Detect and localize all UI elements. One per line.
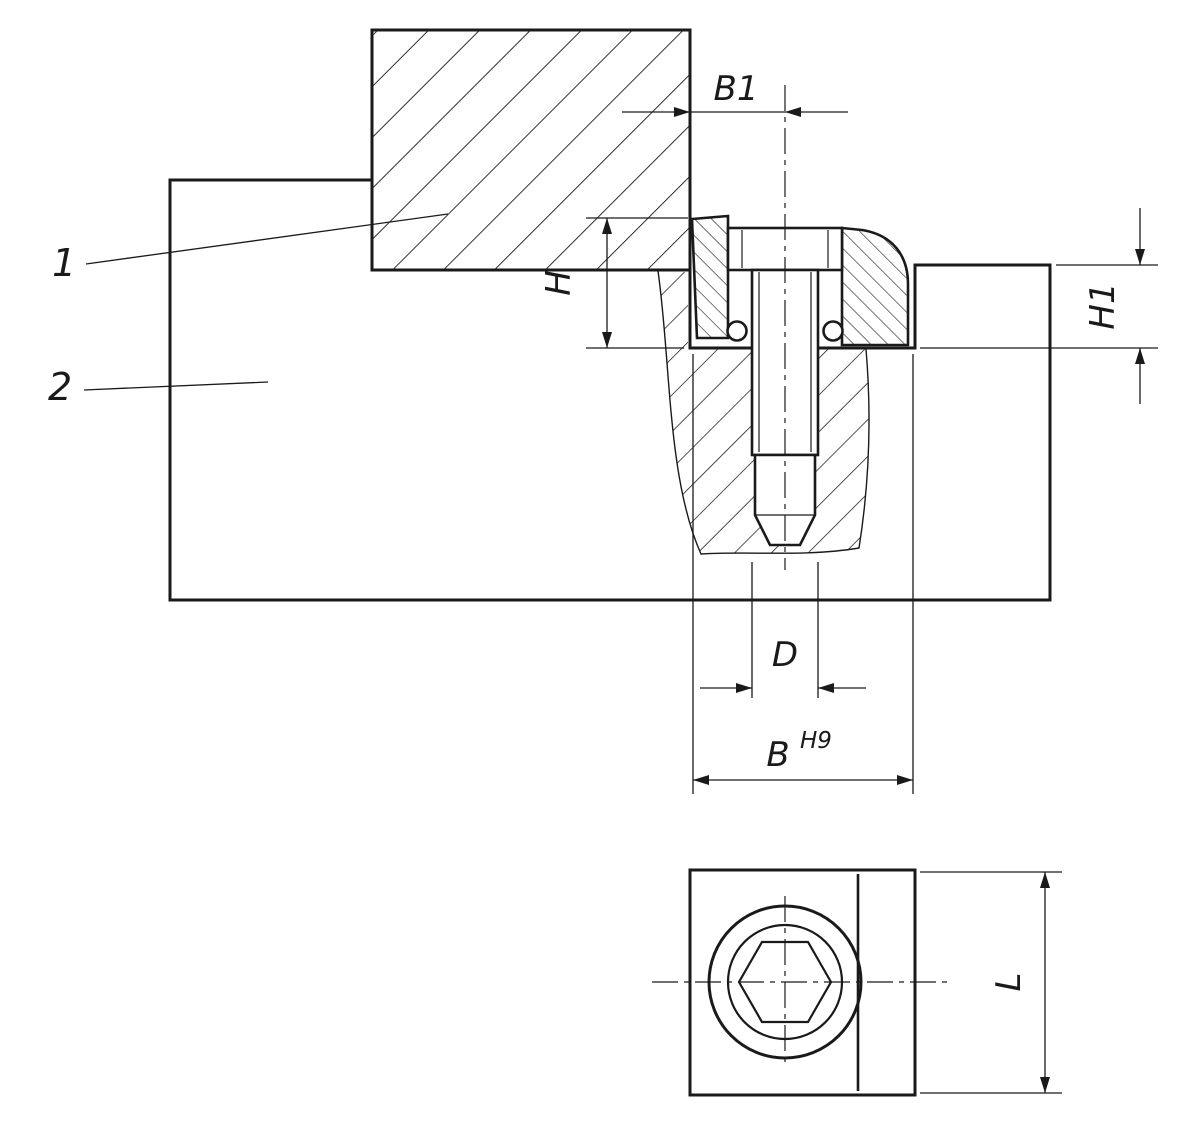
break-line [657, 270, 870, 555]
dimension-l: L [920, 871, 1062, 1094]
arrowhead [736, 683, 752, 693]
dimension-h: H [539, 217, 688, 349]
dim-label-d: D [772, 635, 798, 675]
arrowhead [1135, 348, 1145, 364]
arrowhead [1040, 1077, 1050, 1093]
section-view: B1 H H1 D [48, 28, 1158, 794]
arrowhead [1135, 249, 1145, 265]
arrowhead [674, 107, 690, 117]
dimension-b1: B1 [622, 69, 848, 117]
callout-label-1: 1 [52, 241, 76, 285]
leader-line [83, 381, 269, 391]
clamp-lip [690, 214, 730, 340]
dimension-b: B H9 [692, 354, 914, 794]
dim-label-h: H [539, 270, 579, 296]
leader-line [85, 213, 449, 265]
workpiece [370, 28, 692, 272]
dimension-h1: H1 [920, 208, 1158, 404]
dimension-d: D [700, 562, 866, 698]
callout-1: 1 [52, 213, 449, 285]
arrowhead [818, 683, 834, 693]
arrowhead [602, 218, 612, 234]
spring-ring-left [726, 320, 748, 342]
callout-2: 2 [48, 365, 269, 409]
arrowhead [602, 332, 612, 348]
dim-label-b: B [766, 735, 789, 775]
arrowhead [785, 107, 801, 117]
callout-label-2: 2 [48, 365, 72, 409]
dim-label-b1: B1 [714, 69, 759, 109]
arrowhead [897, 775, 913, 785]
dim-label-h1: H1 [1083, 282, 1123, 329]
arrowhead [693, 775, 709, 785]
dim-label-l: L [989, 973, 1029, 992]
spring-ring-right [822, 320, 844, 342]
dim-label-b-tolerance: H9 [800, 728, 832, 754]
clamp-body [840, 226, 910, 347]
arrowhead [1040, 872, 1050, 888]
top-view: L [652, 868, 1062, 1097]
workpiece-block [370, 28, 692, 272]
